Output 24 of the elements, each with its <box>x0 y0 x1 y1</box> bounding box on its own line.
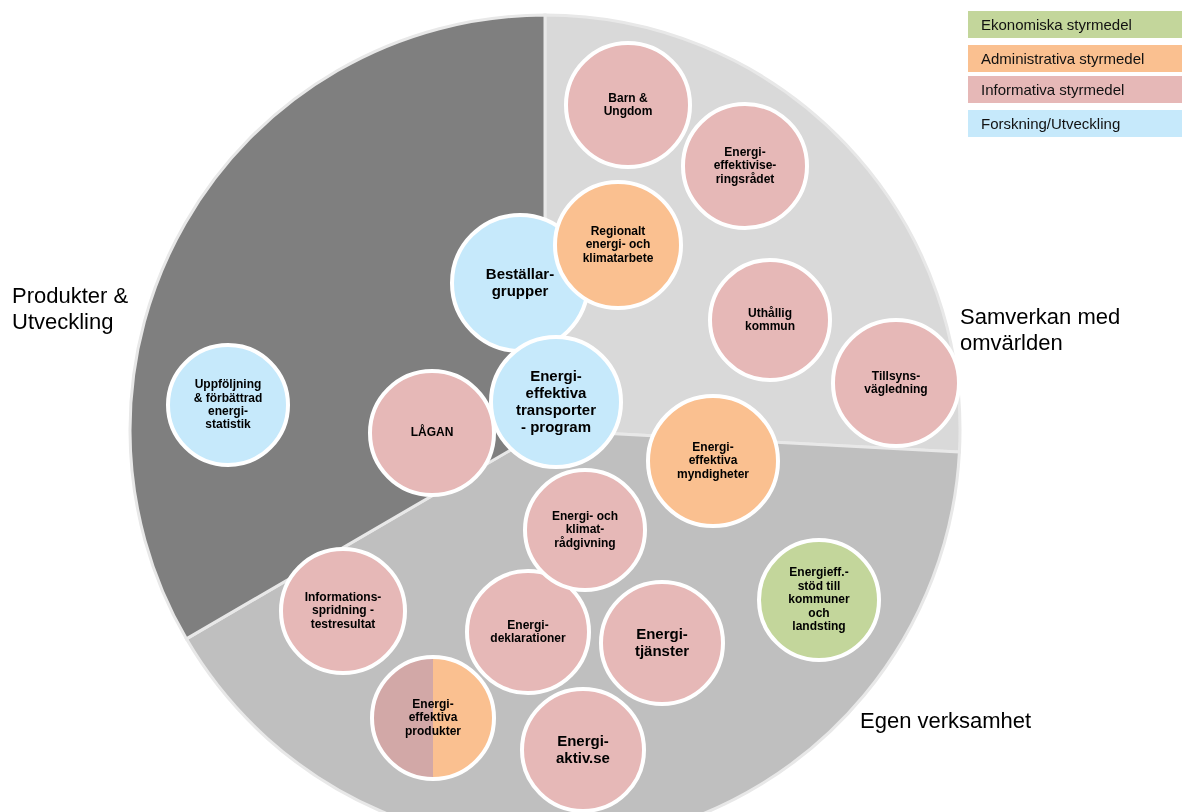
legend-label: Informativa styrmedel <box>981 81 1125 98</box>
topic-label: Energi- och klimat- rådgivning <box>552 509 618 551</box>
legend-label: Ekonomiska styrmedel <box>981 16 1132 33</box>
topic-label: Energi- effektiva produkter <box>405 697 461 739</box>
topic-label: Regionalt energi- och klimatarbete <box>582 224 654 266</box>
topic-label: LÅGAN <box>410 426 454 440</box>
topic-label: Energi- effektiva transporter - program <box>516 368 596 436</box>
topic-label: Uppföljning & förbättrad energi- statistik <box>193 378 263 432</box>
topic-label: Tillsyns- vägledning <box>864 369 928 397</box>
topic-label: Informations- spridning - testresultat <box>304 590 382 632</box>
topic-label: Uthållig kommun <box>745 306 795 334</box>
topic-label: Energi- effektiva myndigheter <box>677 440 749 482</box>
topic-label: Energieff.- stöd till kommuner och landsting <box>788 566 850 634</box>
topic-label: Energi- aktiv.se <box>556 733 610 767</box>
topic-label: Beställar- grupper <box>485 266 555 300</box>
sector-label: Produkter & Utveckling <box>12 283 130 336</box>
topic-label: Barn & Ungdom <box>603 91 653 119</box>
topic-label: Energi- effektivise- ringsrådet <box>713 145 777 187</box>
legend-label: Forskning/Utveckling <box>981 115 1121 132</box>
sector-label: Samverkan med omvärlden <box>960 304 1122 357</box>
sector-label: Egen verksamhet <box>860 708 1033 735</box>
topic-label: Energi- tjänster <box>634 626 690 660</box>
legend-label: Administrativa styrmedel <box>981 50 1145 67</box>
topic-label: Energi- deklarationer <box>490 618 566 646</box>
